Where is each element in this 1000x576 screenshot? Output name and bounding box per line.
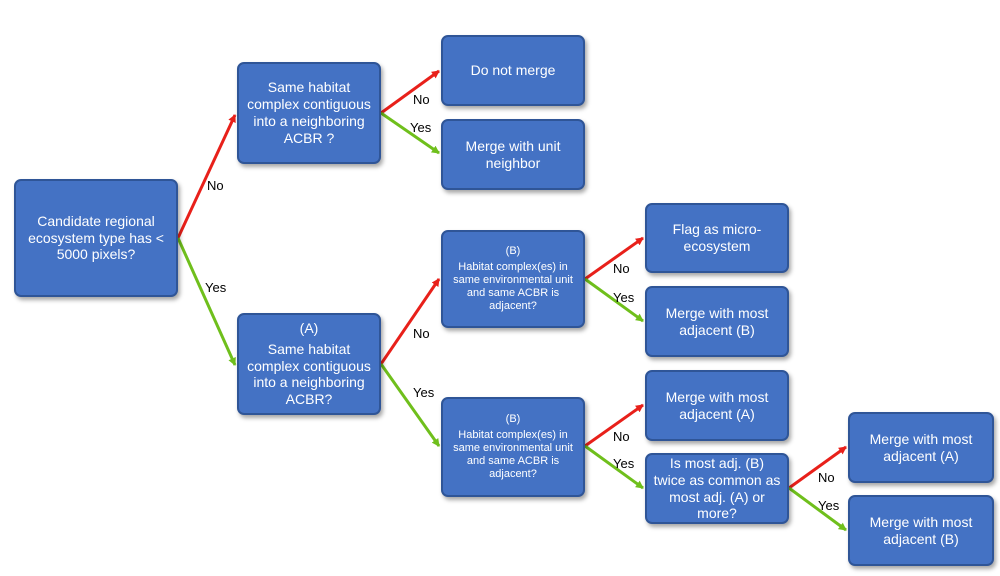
arrow-a-yes: [379, 363, 441, 447]
a-yes-label: Yes: [413, 385, 435, 400]
root-question-box: Candidate regional ecosystem type has < …: [14, 179, 178, 297]
arrow-b2-no: [584, 403, 644, 448]
root-yes-label: Yes: [205, 280, 227, 295]
a-no-label: No: [413, 326, 430, 341]
b1-no-label: No: [613, 261, 630, 276]
top-no-label: No: [413, 92, 430, 107]
flag-micro-ecosystem-box: Flag as micro-ecosystem: [645, 203, 789, 273]
arrow-top-no: [380, 69, 440, 115]
a-tag: (A): [299, 320, 319, 336]
b-tag-1: (B): [505, 244, 521, 257]
arrow-root-no: [176, 114, 237, 239]
twice-common-question-box: Is most adj. (B) twice as common as most…: [645, 453, 789, 524]
merge-adjacent-a-text-2: Merge with most adjacent (A): [869, 430, 973, 464]
twice-common-question-text: Is most adj. (B) twice as common as most…: [653, 454, 781, 522]
arrow-root-yes: [176, 237, 237, 366]
do-not-merge-box: Do not merge: [441, 35, 585, 106]
arrow-twice-yes: [788, 486, 847, 532]
b-question-box-2: (B) Habitat complex(es) in same environm…: [441, 397, 585, 497]
b-tag-2: (B): [505, 412, 521, 425]
merge-adjacent-b-box-2: Merge with most adjacent (B): [848, 495, 994, 566]
root-no-label: No: [207, 178, 224, 193]
top-yes-label: Yes: [410, 120, 432, 135]
a-contiguous-question-text: Same habitat complex contiguous into a n…: [247, 340, 371, 408]
b-question-box-1: (B) Habitat complex(es) in same environm…: [441, 230, 585, 328]
arrow-b1-yes: [584, 277, 644, 323]
arrow-b1-no: [584, 236, 644, 281]
merge-adjacent-b-text-2: Merge with most adjacent (B): [869, 513, 973, 547]
root-question-text: Candidate regional ecosystem type has < …: [28, 212, 164, 263]
a-contiguous-question-box: (A) Same habitat complex contiguous into…: [237, 313, 381, 415]
merge-unit-neighbor-text: Merge with unit neighbor: [465, 137, 561, 171]
twice-yes-label: Yes: [818, 498, 840, 513]
b2-no-label: No: [613, 429, 630, 444]
merge-adjacent-a-box-2: Merge with most adjacent (A): [848, 412, 994, 483]
do-not-merge-text: Do not merge: [470, 62, 556, 79]
merge-adjacent-a-text-1: Merge with most adjacent (A): [665, 388, 769, 422]
top-contiguous-question-box: Same habitat complex contiguous into a n…: [237, 62, 381, 164]
flag-micro-ecosystem-text: Flag as micro-ecosystem: [672, 221, 762, 254]
merge-adjacent-b-box-1: Merge with most adjacent (B): [645, 286, 789, 357]
arrow-a-no: [379, 278, 441, 365]
b-question-text-2: Habitat complex(es) in same environmenta…: [453, 428, 573, 481]
top-contiguous-question-text: Same habitat complex contiguous into a n…: [247, 79, 371, 146]
arrow-top-yes: [380, 111, 440, 155]
b2-yes-label: Yes: [613, 456, 635, 471]
merge-unit-neighbor-box: Merge with unit neighbor: [441, 119, 585, 190]
arrow-b2-yes: [584, 444, 644, 490]
arrow-twice-no: [788, 445, 847, 490]
twice-no-label: No: [818, 470, 835, 485]
merge-adjacent-a-box-1: Merge with most adjacent (A): [645, 370, 789, 441]
merge-adjacent-b-text-1: Merge with most adjacent (B): [665, 304, 769, 338]
b1-yes-label: Yes: [613, 290, 635, 305]
b-question-text-1: Habitat complex(es) in same environmenta…: [453, 260, 573, 313]
